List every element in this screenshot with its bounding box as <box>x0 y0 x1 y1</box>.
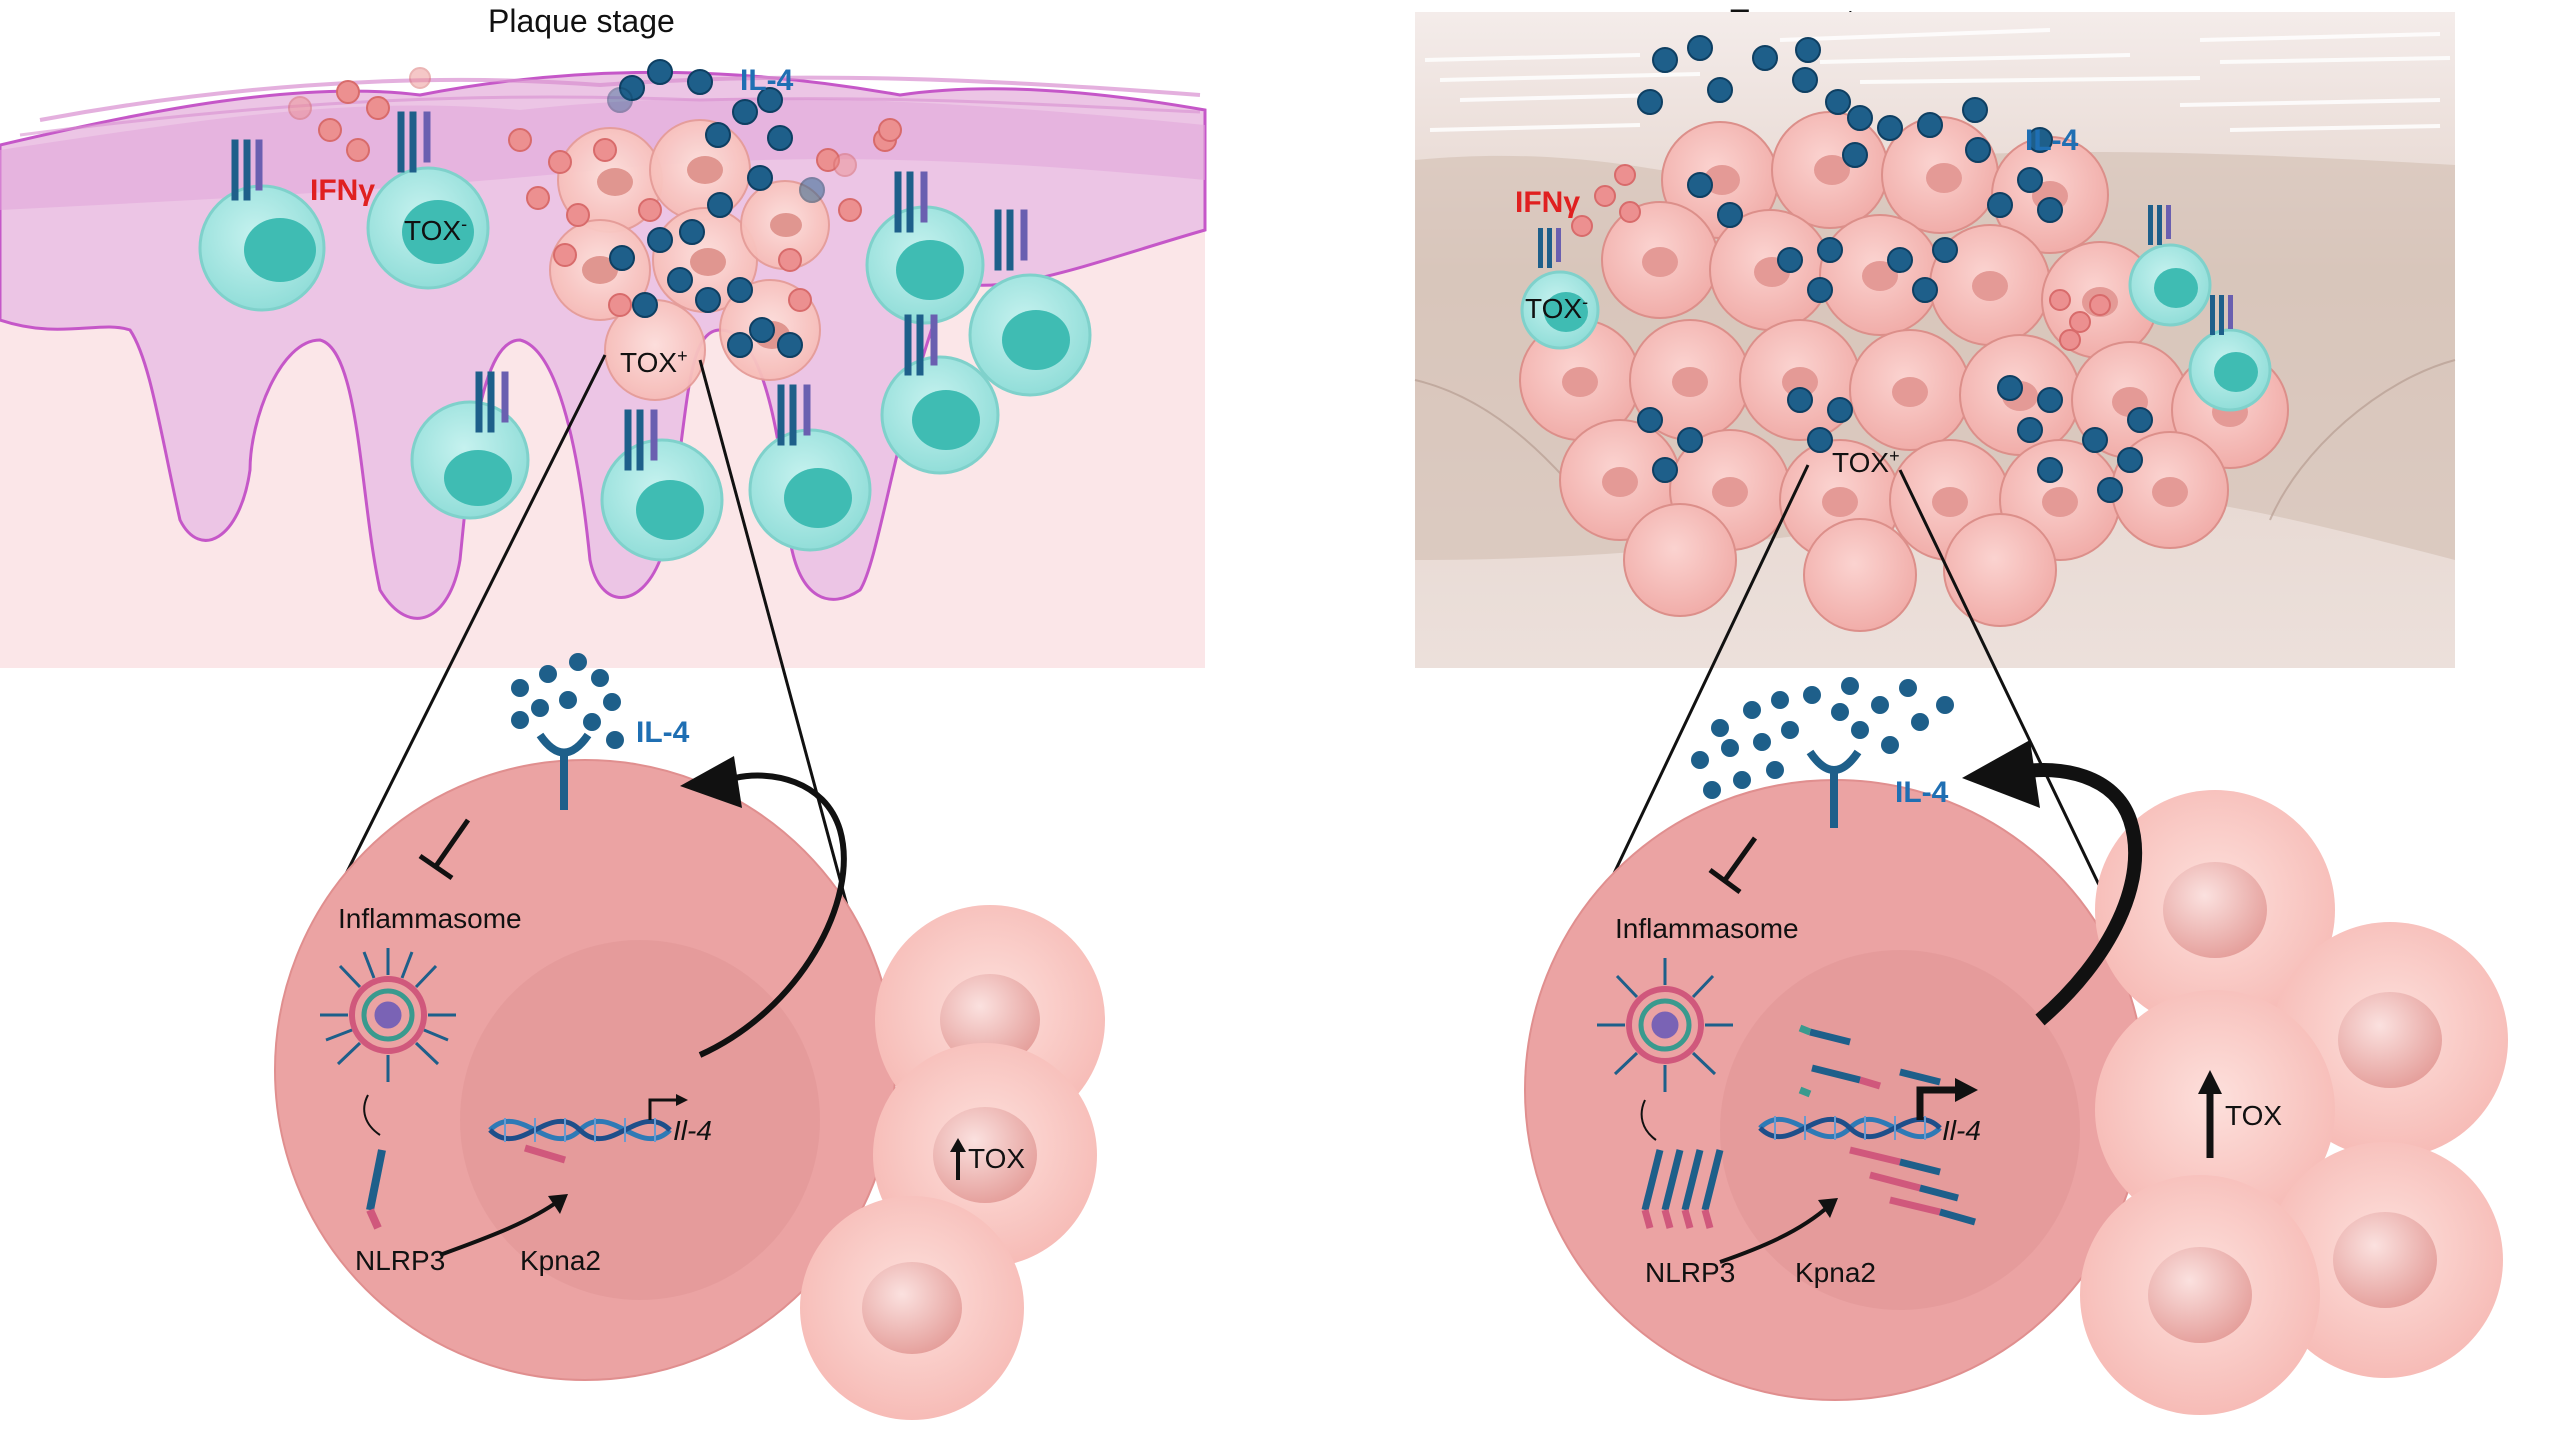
teal-cell-group <box>1520 243 2272 412</box>
il4-cytokine-zoom <box>511 653 624 749</box>
small-curved-arrow <box>1640 1099 1657 1141</box>
teal-cell <box>600 438 724 562</box>
plaque-stage-title: Plaque stage <box>488 3 675 39</box>
il4-cytokine-group <box>607 59 825 358</box>
secretion-arrow-icon <box>698 772 847 1058</box>
tumor-tox-pos-label: TOX+ <box>1832 446 1900 478</box>
neighbor-cell <box>2095 790 2335 1030</box>
teal-cell <box>2128 243 2212 327</box>
neighbor-cell <box>800 1196 1024 1420</box>
curved-arrow-icon <box>1719 1203 1832 1264</box>
tumor-tox-up-label: TOX <box>2225 1100 2282 1131</box>
secretion-arrowhead <box>680 756 742 808</box>
plaque-tox-neg-label: TOX- <box>404 214 467 246</box>
teal-cell <box>198 184 326 312</box>
tumor-ifng-label: IFNγ <box>1515 186 1580 219</box>
teal-cell <box>366 166 490 290</box>
teal-cell <box>865 205 985 325</box>
tumor-gene-label: Il-4 <box>1942 1115 1981 1146</box>
teal-cell <box>968 273 1092 397</box>
ifng-cytokine-group <box>288 67 902 317</box>
secretion-arrow-icon <box>2018 763 2143 1026</box>
dna-helix-icon <box>1758 1116 1942 1140</box>
curved-arrow-icon <box>439 1198 562 1257</box>
inhibition-icon <box>1708 836 1758 895</box>
inhibition-icon <box>418 818 471 881</box>
receptor-icon <box>536 732 592 810</box>
plaque-ifng-label: IFNγ <box>310 174 375 207</box>
arrowhead <box>548 1194 568 1214</box>
tumor-panel: Tumor stage <box>1414 3 2508 1415</box>
tumor-inflammasome-label: Inflammasome <box>1615 913 1799 944</box>
receptor-icon <box>231 111 1028 471</box>
neighbor-cell-group <box>2080 790 2508 1415</box>
neighbor-cell <box>2095 990 2335 1230</box>
kpna2-bound-complexes <box>1798 1024 1976 1226</box>
inflammasome-icon <box>320 948 456 1082</box>
neighbor-cell-group <box>800 905 1105 1420</box>
nlrp3-icon <box>366 1149 386 1230</box>
teal-cell <box>748 428 872 552</box>
secretion-arrowhead <box>1962 740 2040 808</box>
plaque-tox-up-label: TOX <box>968 1143 1025 1174</box>
teal-cell <box>1520 270 1600 350</box>
transcription-arrow-icon <box>648 1094 688 1120</box>
teal-cell <box>410 400 530 520</box>
teal-cell <box>2188 328 2272 412</box>
receptor-icon <box>1806 749 1862 828</box>
zoom-cell <box>1524 779 2146 1401</box>
plaque-gene-label: Il-4 <box>673 1115 712 1146</box>
neighbor-cell <box>2080 1175 2320 1415</box>
plaque-il4-label: IL-4 <box>740 64 794 97</box>
plaque-tox-pos-label: TOX+ <box>620 346 688 378</box>
tumor-tox-neg-label: TOX- <box>1525 292 1588 324</box>
plaque-nlrp3-label: NLRP3 <box>355 1245 445 1276</box>
tumor-il4-label: IL-4 <box>2025 124 2079 157</box>
plaque-inflammasome-label: Inflammasome <box>338 903 522 934</box>
nlrp3-icon <box>1641 1149 1724 1229</box>
neighbor-cell <box>2267 1142 2503 1378</box>
il4-cytokine-zoom <box>1691 677 1954 799</box>
teal-cell-group <box>198 166 1092 562</box>
plaque-panel: Plaque stage <box>0 3 1207 1420</box>
tumor-il4-zoom-label: IL-4 <box>1895 776 1949 809</box>
tumor-kpna2-label: Kpna2 <box>1795 1257 1876 1288</box>
ifng-cytokine-group <box>1571 164 2111 351</box>
small-curved-arrow <box>363 1094 381 1136</box>
arrowhead <box>1818 1198 1838 1218</box>
receptor-icon <box>1538 205 2233 335</box>
zoom-lines <box>1578 464 2137 961</box>
dna-helix-icon <box>488 1118 672 1164</box>
tumor-nuclei <box>1562 155 2248 517</box>
up-arrow-icon <box>2198 1070 2222 1158</box>
plaque-kpna2-label: Kpna2 <box>520 1245 601 1276</box>
zoom-cell <box>274 759 896 1381</box>
transcription-arrow-icon <box>1916 1078 1978 1120</box>
il4-cytokine-group <box>1637 35 2153 503</box>
inflammasome-icon <box>1597 958 1733 1092</box>
teal-cell <box>880 355 1000 475</box>
plaque-il4-zoom-label: IL-4 <box>636 716 690 749</box>
up-arrow-icon <box>950 1138 966 1180</box>
